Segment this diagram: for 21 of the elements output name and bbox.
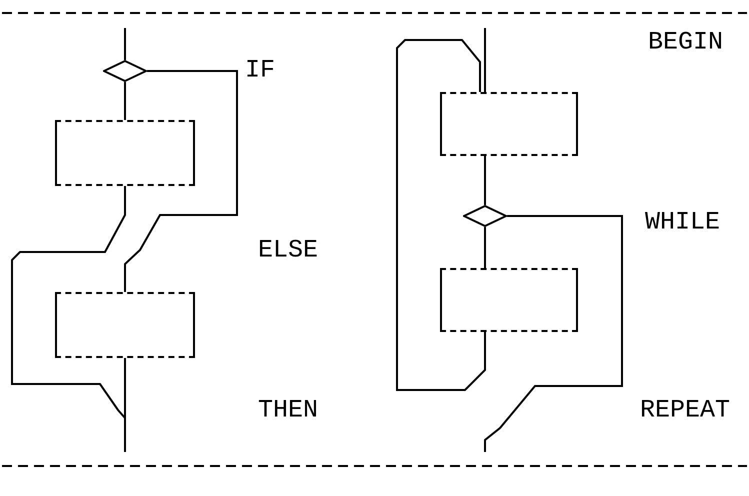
- connector-line: [484, 156, 486, 205]
- connector-line: [124, 28, 126, 60]
- keyword-label: THEN: [258, 398, 318, 422]
- process-box: [55, 292, 195, 358]
- keyword-label: IF: [245, 58, 276, 82]
- keyword-label: ELSE: [258, 238, 318, 262]
- process-box: [440, 92, 578, 156]
- connector-line: [124, 82, 126, 120]
- decision-diamond: [103, 60, 147, 82]
- connector-line: [124, 70, 238, 292]
- keyword-label: WHILE: [645, 210, 720, 234]
- connector-line: [396, 39, 486, 391]
- connector-line: [484, 215, 623, 452]
- keyword-label: REPEAT: [640, 398, 730, 422]
- keyword-label: BEGIN: [648, 30, 724, 54]
- connector-line: [124, 358, 126, 452]
- process-box: [440, 268, 578, 332]
- connector-line: [484, 227, 486, 268]
- process-box: [55, 120, 195, 186]
- decision-diamond: [463, 205, 507, 227]
- connector-line: [484, 28, 486, 92]
